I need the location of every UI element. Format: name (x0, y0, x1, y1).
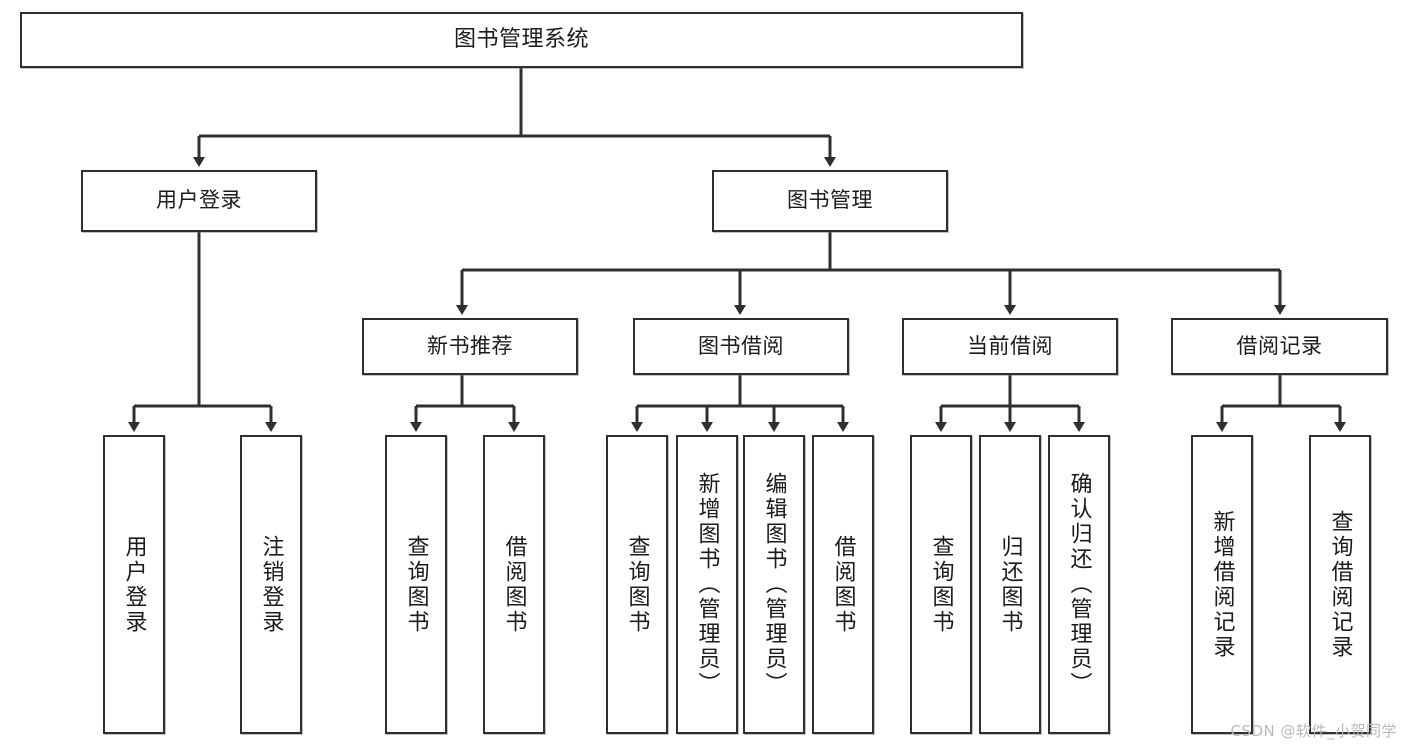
node-leaf-borrow-book-1[interactable]: 借阅图书 (483, 435, 545, 734)
node-leaf-query-book-3[interactable]: 查询图书 (910, 435, 972, 734)
csdn-watermark: CSDN @软件_小贺同学 (1230, 722, 1397, 740)
node-book-borrow[interactable]: 图书借阅 (633, 318, 849, 375)
node-borrow-record[interactable]: 借阅记录 (1171, 318, 1388, 375)
node-leaf-logout-label: 注销登录 (258, 534, 284, 635)
node-leaf-user-login[interactable]: 用户登录 (103, 435, 165, 734)
node-leaf-query-borrow-record[interactable]: 查询借阅记录 (1309, 435, 1371, 734)
node-leaf-query-book-1[interactable]: 查询图书 (385, 435, 447, 734)
node-leaf-confirm-return-admin-label: 确认归还（管理员） (1066, 472, 1092, 697)
node-root[interactable]: 图书管理系统 (20, 12, 1023, 68)
node-new-book-recommend-label: 新书推荐 (427, 333, 513, 358)
node-leaf-edit-book-admin-label: 编辑图书（管理员） (761, 472, 787, 697)
node-root-label: 图书管理系统 (453, 26, 589, 52)
node-user-login[interactable]: 用户登录 (81, 170, 317, 232)
node-leaf-confirm-return-admin[interactable]: 确认归还（管理员） (1048, 435, 1110, 734)
node-leaf-borrow-book-1-label: 借阅图书 (501, 534, 527, 635)
node-leaf-return-book[interactable]: 归还图书 (979, 435, 1041, 734)
node-leaf-add-borrow-record-label: 新增借阅记录 (1209, 509, 1235, 660)
node-leaf-query-borrow-record-label: 查询借阅记录 (1327, 509, 1353, 660)
node-leaf-query-book-1-label: 查询图书 (403, 534, 429, 635)
node-borrow-record-label: 借阅记录 (1236, 333, 1323, 358)
node-leaf-borrow-book-2[interactable]: 借阅图书 (812, 435, 874, 734)
node-new-book-recommend[interactable]: 新书推荐 (362, 318, 578, 375)
node-leaf-query-book-3-label: 查询图书 (928, 534, 954, 635)
node-leaf-add-borrow-record[interactable]: 新增借阅记录 (1191, 435, 1253, 734)
node-leaf-borrow-book-2-label: 借阅图书 (830, 534, 856, 635)
node-leaf-edit-book-admin[interactable]: 编辑图书（管理员） (743, 435, 805, 734)
node-leaf-query-book-2-label: 查询图书 (624, 534, 650, 635)
node-leaf-add-book-admin[interactable]: 新增图书（管理员） (676, 435, 738, 734)
node-leaf-return-book-label: 归还图书 (997, 534, 1023, 635)
node-current-borrow-label: 当前借阅 (967, 333, 1053, 358)
node-user-login-label: 用户登录 (156, 188, 242, 213)
node-book-management[interactable]: 图书管理 (712, 170, 948, 232)
node-leaf-query-book-2[interactable]: 查询图书 (606, 435, 668, 734)
node-current-borrow[interactable]: 当前借阅 (902, 318, 1118, 375)
node-book-borrow-label: 图书借阅 (698, 333, 784, 358)
node-book-management-label: 图书管理 (787, 188, 873, 213)
node-leaf-add-book-admin-label: 新增图书（管理员） (694, 472, 720, 697)
node-leaf-logout[interactable]: 注销登录 (240, 435, 302, 734)
node-leaf-user-login-label: 用户登录 (121, 534, 147, 635)
